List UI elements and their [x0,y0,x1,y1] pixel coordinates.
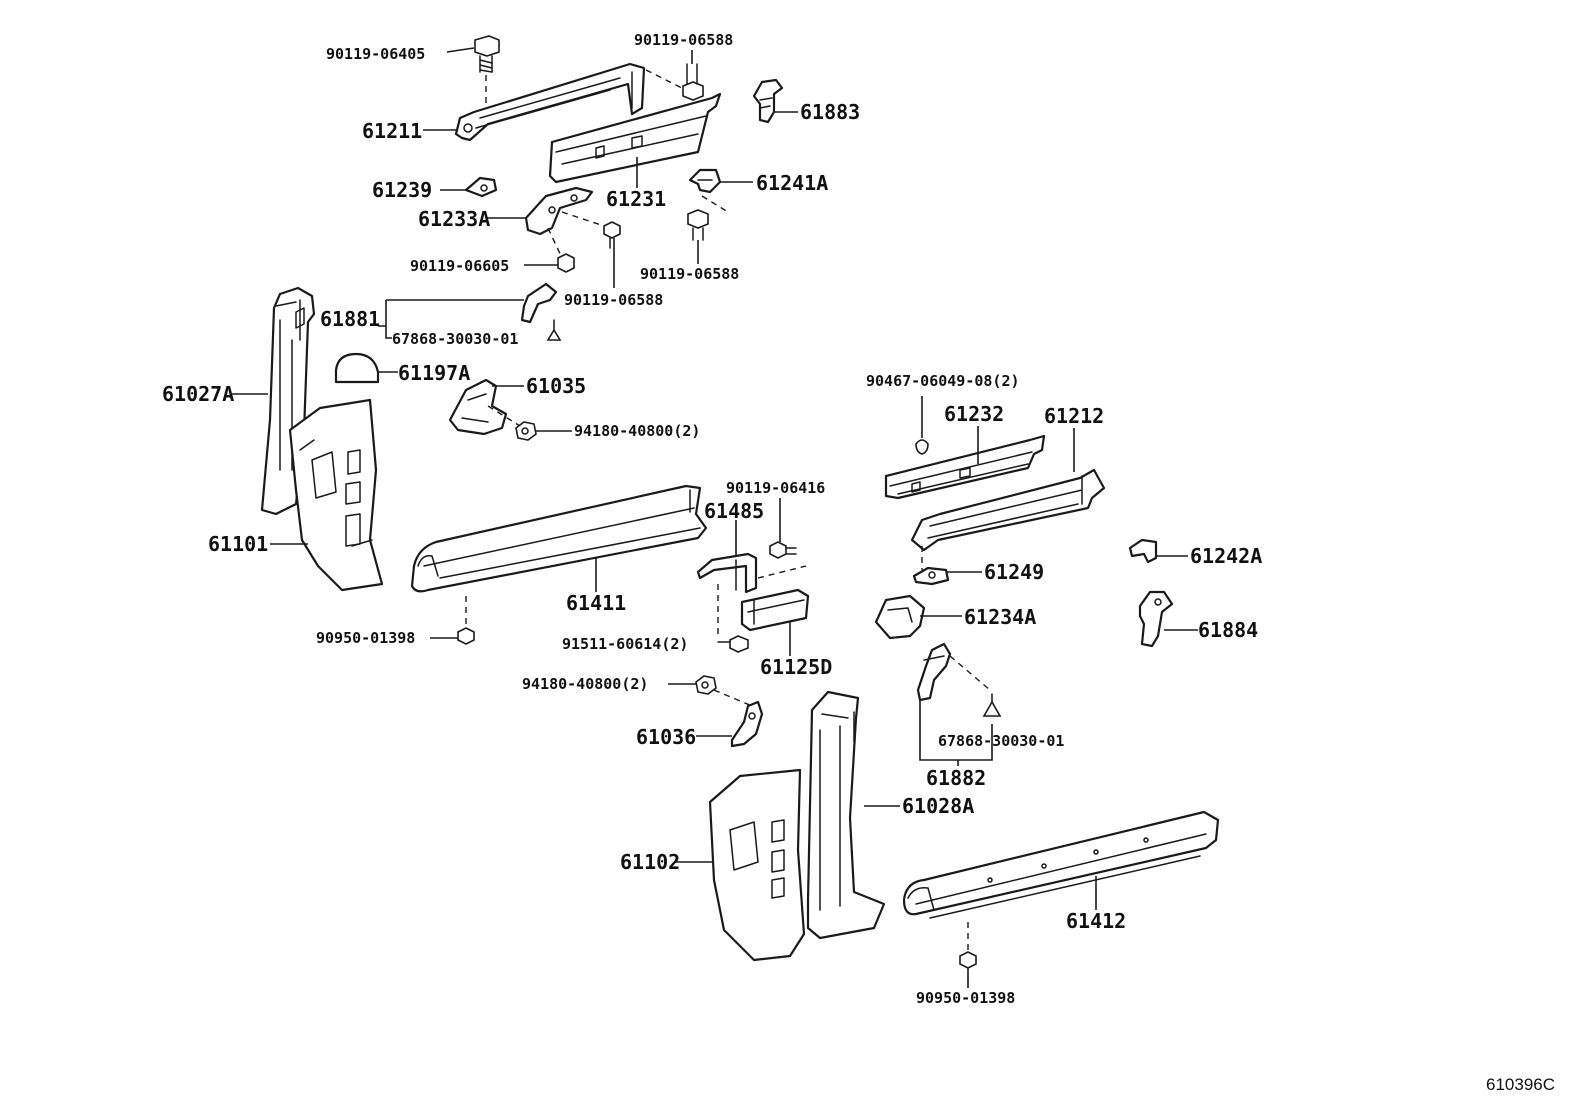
label-61028A: 61028A [902,794,974,818]
nut-90950-01398-a [457,627,475,645]
part-61233A [524,186,594,236]
bolt-90119-06405 [474,35,500,73]
label-61035: 61035 [526,374,586,398]
part-61212 [910,468,1106,552]
label-94180-40800-b: 94180-40800(2) [522,675,648,693]
bolt-90119-06588-right [687,209,709,241]
part-61883 [752,78,784,124]
label-90950-01398-a: 90950-01398 [316,629,415,647]
part-61232 [884,434,1046,500]
label-61249: 61249 [984,560,1044,584]
label-61102: 61102 [620,850,680,874]
label-90119-06588-top: 90119-06588 [634,31,733,49]
part-61035 [448,378,508,436]
label-61882: 61882 [926,766,986,790]
label-67868-30030-01-a: 67868-30030-01 [392,330,518,348]
clip-67868-30030-01-b [982,693,1002,717]
label-61242A: 61242A [1190,544,1262,568]
label-61036: 61036 [636,725,696,749]
label-90119-06416: 90119-06416 [726,479,825,497]
part-61242A [1128,538,1158,564]
nut-94180-40800-a [515,421,537,441]
part-61197A [334,352,380,384]
clip-90467-06049-08 [915,439,929,455]
part-61102 [708,768,806,962]
bolt-90119-06605 [557,253,575,273]
part-61882 [916,642,952,702]
label-61232: 61232 [944,402,1004,426]
label-90950-01398-b: 90950-01398 [916,989,1015,1007]
label-67868-30030-01-b: 67868-30030-01 [938,732,1064,750]
nut-90950-01398-b [959,951,977,969]
bolt-90119-06588-top [682,63,704,101]
label-61233A: 61233A [418,207,490,231]
label-61027A: 61027A [162,382,234,406]
part-61125D [740,588,810,632]
part-61881 [520,282,558,324]
label-61125D: 61125D [760,655,832,679]
part-61884 [1138,590,1174,648]
label-61231: 61231 [606,187,666,211]
label-61197A: 61197A [398,361,470,385]
label-90119-06605: 90119-06605 [410,257,509,275]
label-90119-06588-mid: 90119-06588 [564,291,663,309]
label-94180-40800-a: 94180-40800(2) [574,422,700,440]
part-61234A [874,594,926,640]
clip-67868-30030-01-a [546,319,562,341]
label-61412: 61412 [1066,909,1126,933]
bolt-90119-06588-mid [603,221,621,249]
part-61211 [454,62,646,142]
label-61211: 61211 [362,119,422,143]
label-61485: 61485 [704,499,764,523]
label-61411: 61411 [566,591,626,615]
label-61212: 61212 [1044,404,1104,428]
part-61231 [548,92,722,184]
label-90119-06405: 90119-06405 [326,45,425,63]
part-61028A [806,690,886,940]
label-61234A: 61234A [964,605,1036,629]
bolt-91511-60614 [717,635,749,653]
diagram-code: 610396C [1486,1075,1555,1094]
label-61101: 61101 [208,532,268,556]
part-61485 [696,552,758,594]
label-61241A: 61241A [756,171,828,195]
label-91511-60614: 91511-60614(2) [562,635,688,653]
label-90467-06049-08: 90467-06049-08(2) [866,372,1020,390]
nut-94180-40800-b [695,675,717,695]
part-61411 [410,484,708,593]
label-61883: 61883 [800,100,860,124]
part-61101 [288,398,384,592]
part-61239 [464,176,498,198]
label-61884: 61884 [1198,618,1258,642]
part-61241A [688,168,722,194]
part-61036 [730,700,764,748]
part-61412 [902,810,1220,919]
label-90119-06588-right: 90119-06588 [640,265,739,283]
bolt-90119-06416 [769,541,797,559]
part-61249 [912,566,950,586]
label-61881: 61881 [320,307,380,331]
label-61239: 61239 [372,178,432,202]
